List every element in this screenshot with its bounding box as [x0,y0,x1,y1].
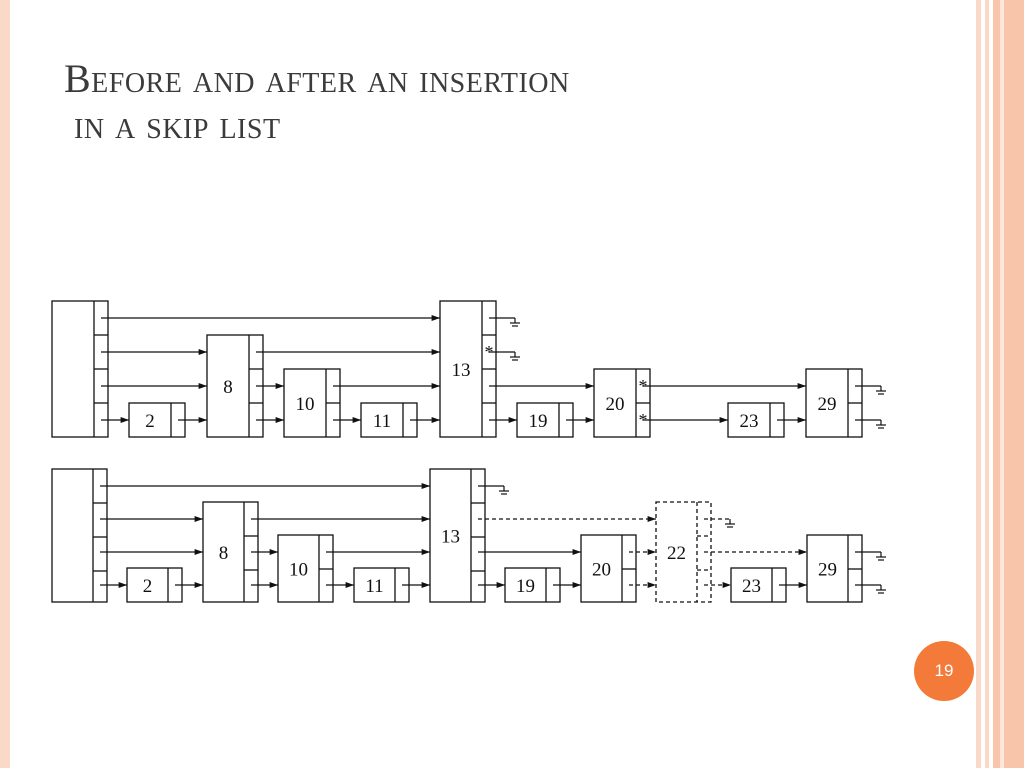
slide-frame-right [976,0,1024,768]
after-node-key: 10 [289,560,308,581]
before-null-pointer [855,385,886,395]
slide-title: Before and after an insertion in a skip … [64,56,570,148]
slide-title-line-2: in a skip list [74,102,281,147]
before-node-key: 10 [296,394,315,415]
after-node-13 [429,468,486,603]
skip-list-after: 2 8 10 11 13 19 20 22 23 29 [51,468,886,603]
after-node-key: 19 [516,576,535,597]
after-null-pointer [855,584,886,594]
before-update-marker: * [485,342,494,362]
before-node-key: 13 [452,360,471,381]
after-null-pointer [704,518,735,528]
before-node-2 [128,402,186,438]
after-node-key: 23 [742,576,761,597]
after-node-key: 8 [219,543,229,564]
after-node-header [51,468,108,603]
slide-frame-left [0,0,10,768]
before-node-key: 29 [818,394,837,415]
after-node-key: 22 [667,543,686,564]
before-node-8 [206,334,264,438]
before-update-marker: * [639,376,648,396]
after-node-key: 11 [365,576,383,597]
slide-title-line-1: Before and after an insertion [64,56,570,101]
after-null-pointer [478,485,509,495]
after-node-2 [126,567,183,603]
before-node-key: 8 [223,377,233,398]
before-update-marker: * [639,410,648,430]
before-null-pointer [489,351,520,361]
after-node-key: 13 [441,527,460,548]
before-null-pointer [855,419,886,429]
before-null-pointer [489,317,520,327]
before-node-key: 11 [373,411,391,432]
before-node-key: 19 [529,411,548,432]
after-node-key: 2 [143,576,153,597]
before-node-key: 2 [145,411,155,432]
skip-list-before: 2 8 10 11 13 19 20 23 29 * * * [51,300,886,438]
after-node-8 [202,501,259,603]
after-node-key: 29 [818,560,837,581]
before-node-key: 23 [740,411,759,432]
after-node-key: 20 [592,560,611,581]
before-node-key: 20 [606,394,625,415]
after-null-pointer [855,551,886,561]
page-number-badge: 19 [914,641,974,701]
